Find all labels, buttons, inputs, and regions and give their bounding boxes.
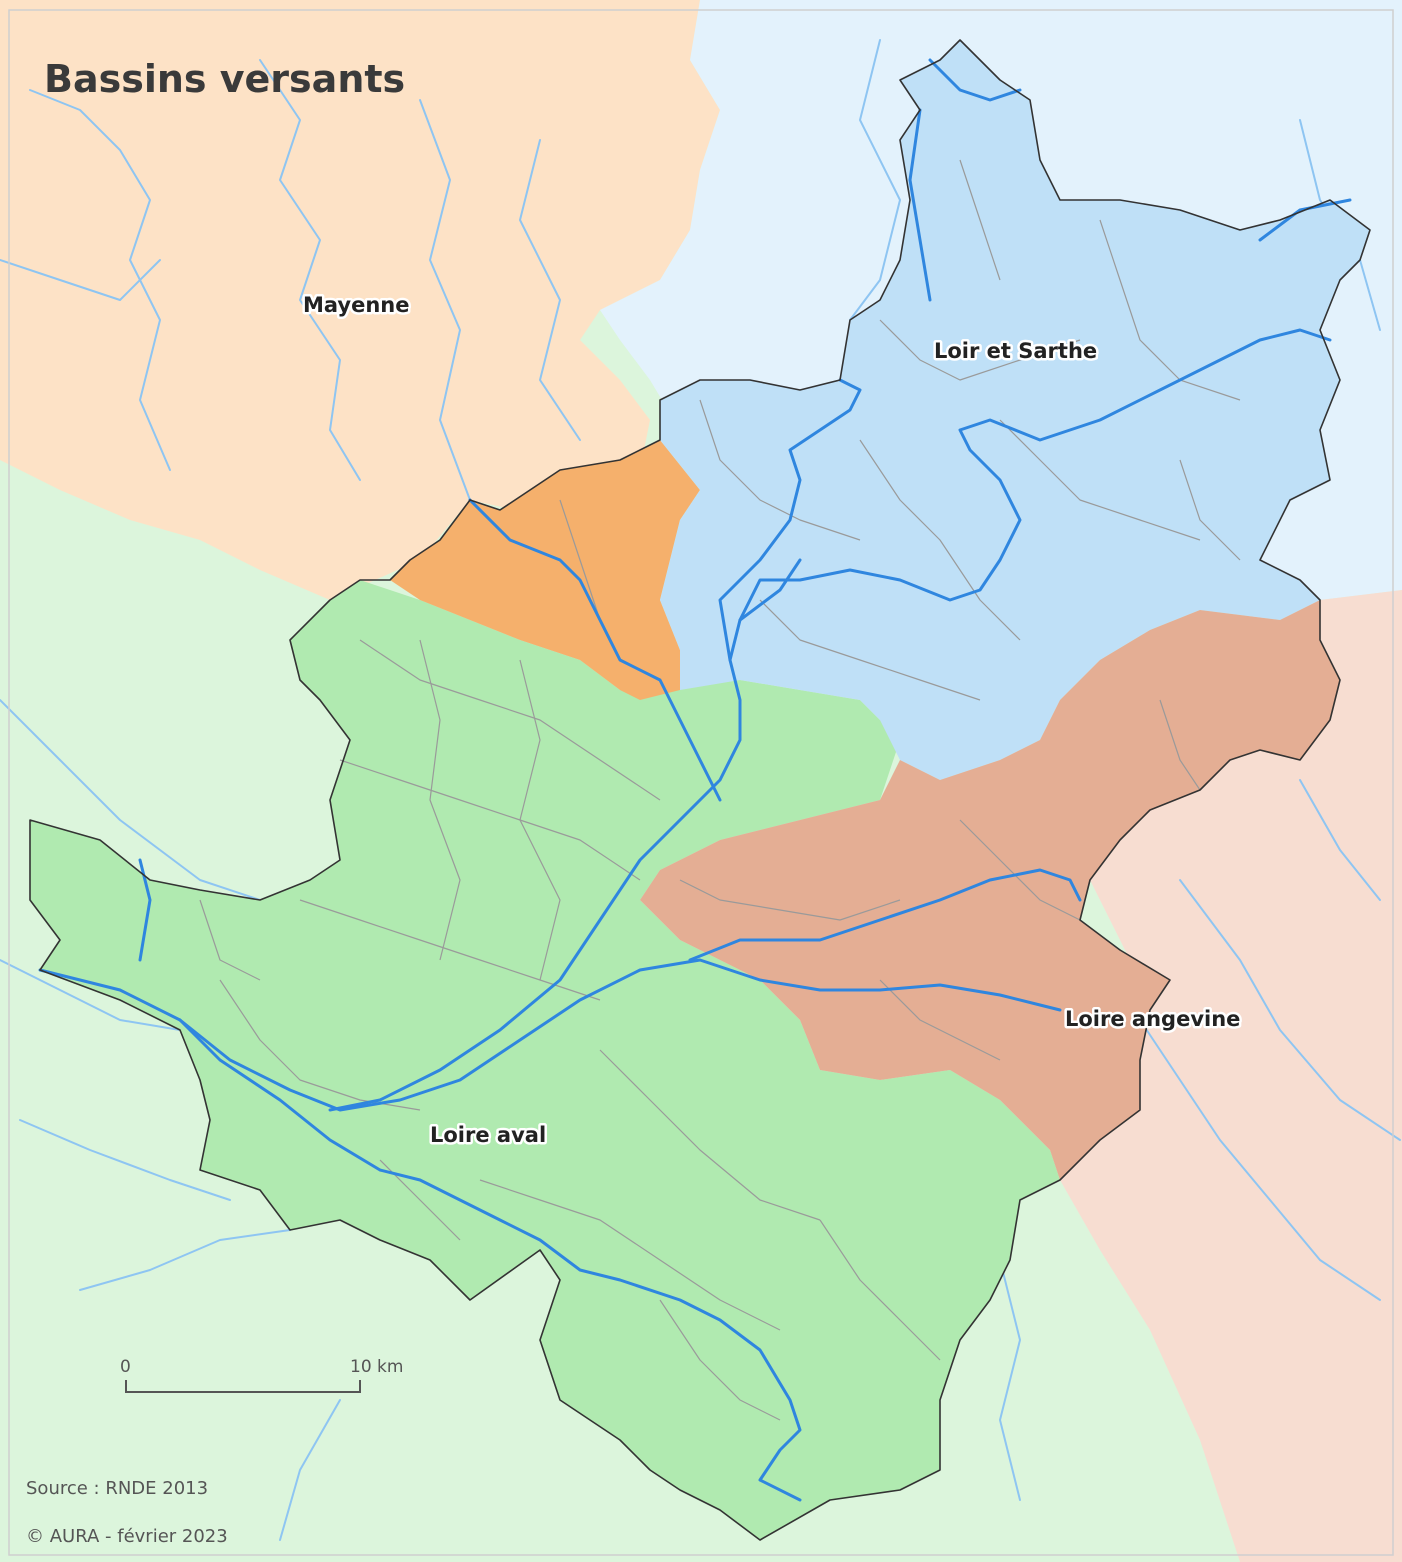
river-loire [38,958,1062,1112]
river-sarthe [738,328,1332,622]
basin-loire-angevine[interactable] [640,600,1340,1180]
bg-mayenne-region [0,0,720,600]
river-loire-south [178,1018,802,1502]
river-north-center [908,108,932,302]
map-title: Bassins versants [44,57,405,101]
basin-mayenne[interactable] [390,440,700,700]
river-maine [328,558,802,1112]
river-erdre [138,858,152,962]
source-note: Source : RNDE 2013 [26,1478,208,1499]
basin-label-loire-aval: Loire aval [430,1123,546,1147]
loire-angevine-area[interactable] [640,600,1340,1180]
basin-loir-sarthe[interactable] [660,40,1370,780]
outside-rivers [0,39,1401,1541]
scale-bar: 0 10 km [120,1357,403,1393]
mayenne-area[interactable] [390,440,700,700]
river-north-branch [928,58,1022,102]
loire-aval-area[interactable] [30,580,1060,1540]
river-loir-north [718,378,862,662]
river-mayenne [468,498,722,802]
basin-label-loir-sarthe: Loir et Sarthe [934,339,1097,363]
loir-sarthe-area[interactable] [660,40,1370,780]
copyright-note: © AURA - février 2023 [26,1526,228,1547]
basin-loire-aval[interactable] [30,580,1060,1540]
basin-label-loire-angevine: Loire angevine [1065,1007,1240,1031]
bg-loire-angevine-region [1060,590,1402,1562]
commune-borders [199,159,1241,1421]
map-frame [8,9,1394,1556]
scale-line [125,1380,361,1393]
scale-end-label: 10 km [350,1357,403,1377]
study-area-outline [29,39,1371,1541]
basin-label-mayenne: Mayenne [303,293,410,317]
scale-start-label: 0 [120,1357,131,1377]
rivers [38,58,1352,1502]
river-loire-angevine-branch [688,868,1082,962]
